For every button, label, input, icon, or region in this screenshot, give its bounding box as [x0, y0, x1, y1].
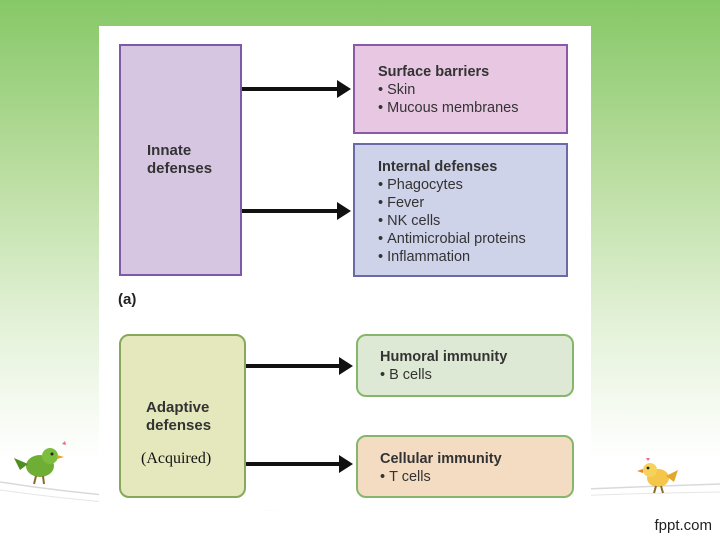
list-item: Phagocytes — [378, 176, 566, 194]
part-a-label: (a) — [118, 291, 137, 308]
adaptive-defenses-box: Adaptive defenses — [119, 334, 246, 498]
brand-footer: fppt.com — [654, 517, 712, 534]
arrow-to-humoral-immunity — [246, 357, 353, 375]
internal-defenses-title: Internal defenses — [378, 159, 498, 175]
list-item: Antimicrobial proteins — [378, 230, 566, 248]
humoral-immunity-box: Humoral immunity B cells — [356, 334, 574, 397]
list-item: Inflammation — [378, 248, 566, 266]
humoral-immunity-list: B cells — [380, 366, 572, 384]
list-item: Skin — [378, 81, 566, 99]
internal-defenses-list: Phagocytes Fever NK cells Antimicrobial … — [378, 176, 566, 266]
cellular-immunity-list: T cells — [380, 468, 572, 486]
innate-defenses-box: Innate defenses — [119, 44, 242, 276]
list-item: T cells — [380, 468, 572, 486]
figure-panel: Innate defenses Surface barriers Skin Mu… — [99, 26, 591, 510]
arrow-to-cellular-immunity — [246, 455, 353, 473]
innate-defenses-label: Innate defenses — [147, 142, 213, 177]
list-item: Mucous membranes — [378, 99, 566, 117]
green-bird-icon — [14, 441, 66, 485]
list-item: NK cells — [378, 212, 566, 230]
surface-barriers-box: Surface barriers Skin Mucous membranes — [353, 44, 568, 134]
arrow-to-internal-defenses — [242, 202, 351, 220]
yellow-bird-icon — [637, 458, 678, 494]
list-item: Fever — [378, 194, 566, 212]
list-item: B cells — [380, 366, 572, 384]
arrow-to-surface-barriers — [242, 80, 351, 98]
acquired-note: (Acquired) — [141, 450, 212, 467]
adaptive-defenses-label: Adaptive defenses — [146, 399, 212, 434]
humoral-immunity-title: Humoral immunity — [380, 349, 508, 365]
cellular-immunity-title: Cellular immunity — [380, 451, 502, 467]
surface-barriers-list: Skin Mucous membranes — [378, 81, 566, 117]
surface-barriers-title: Surface barriers — [378, 64, 490, 80]
internal-defenses-box: Internal defenses Phagocytes Fever NK ce… — [353, 143, 568, 277]
cellular-immunity-box: Cellular immunity T cells — [356, 435, 574, 498]
